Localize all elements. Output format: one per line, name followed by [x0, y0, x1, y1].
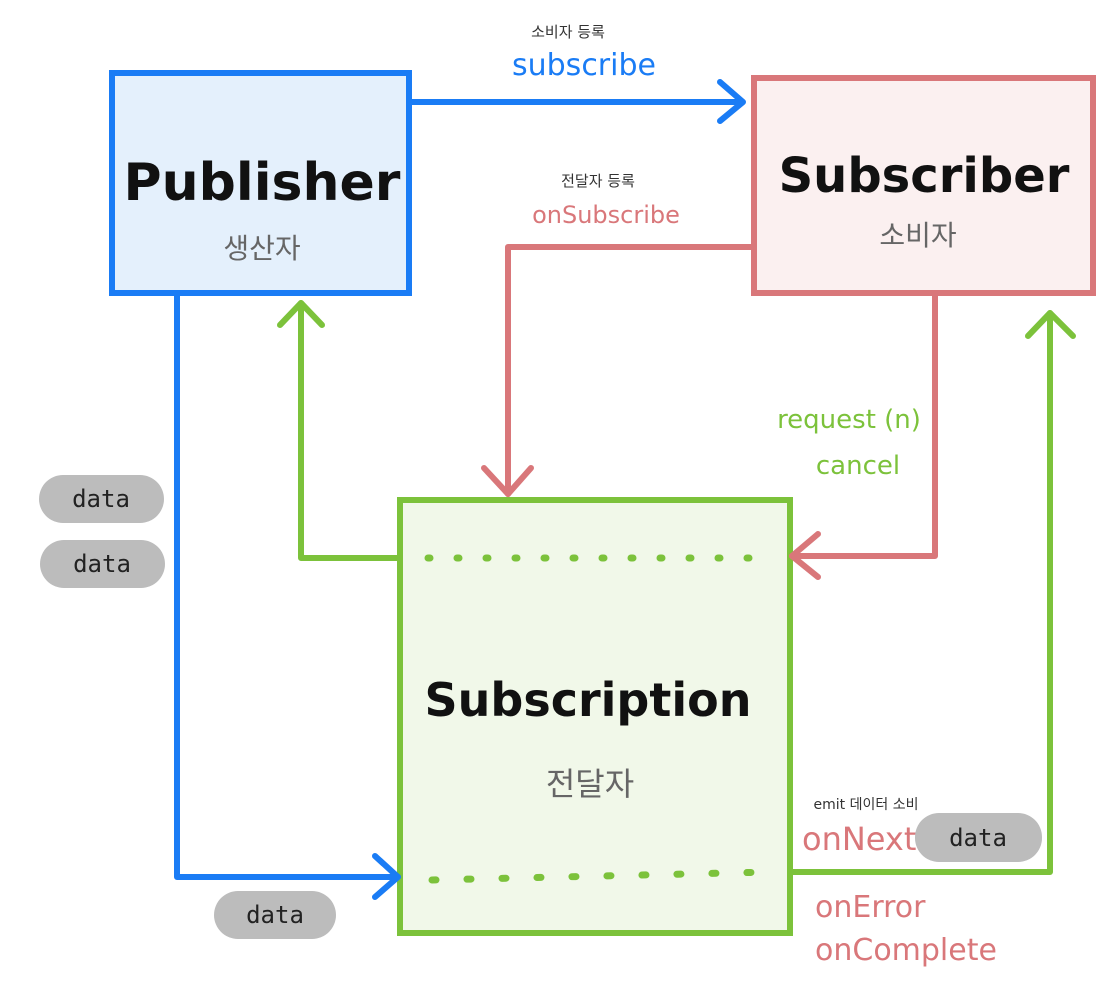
data-pill-bottom: data: [214, 891, 336, 939]
on-subscribe-label: onSubscribe: [532, 201, 680, 229]
data-pill-right: data: [915, 813, 1042, 862]
publisher-box: [109, 70, 412, 296]
data-flow-arrow: [174, 293, 401, 900]
request-cancel-arrow: [789, 293, 938, 580]
subscriber-title: Subscriber: [779, 148, 1070, 204]
cancel-label: cancel: [816, 451, 900, 481]
data-pill-left-1-label: data: [72, 485, 130, 513]
subscriber-subtitle: 소비자: [879, 219, 956, 252]
data-pill-bottom-label: data: [246, 901, 304, 929]
publisher-title: Publisher: [124, 153, 401, 213]
on-error-label: onError: [815, 890, 926, 925]
on-next-label: onNext: [802, 820, 916, 858]
subscription-subtitle: 전달자: [546, 765, 634, 803]
publisher-subtitle: 생산자: [223, 232, 300, 265]
on-subscribe-arrow: [481, 244, 755, 497]
subscription-title: Subscription: [425, 673, 752, 727]
subscription-lower-dotted-line: [428, 868, 774, 884]
on-subscribe-note: 전달자 등록: [561, 172, 635, 190]
request-label: request (n): [777, 405, 921, 435]
data-pill-left-2: data: [40, 540, 165, 588]
subscription-box: [397, 497, 793, 936]
subscribe-label: subscribe: [512, 48, 656, 83]
on-complete-label: onComplete: [815, 933, 997, 968]
subscribe-note: 소비자 등록: [531, 23, 605, 41]
subscription-to-publisher-arrow: [277, 300, 401, 561]
data-pill-right-label: data: [949, 824, 1007, 852]
subscribe-arrow: [406, 79, 746, 124]
on-next-arrow: [789, 310, 1076, 875]
subscriber-box: [751, 75, 1096, 296]
data-pill-left-2-label: data: [73, 550, 131, 578]
data-pill-left-1: data: [39, 475, 164, 523]
on-next-note: emit 데이터 소비: [814, 797, 919, 813]
